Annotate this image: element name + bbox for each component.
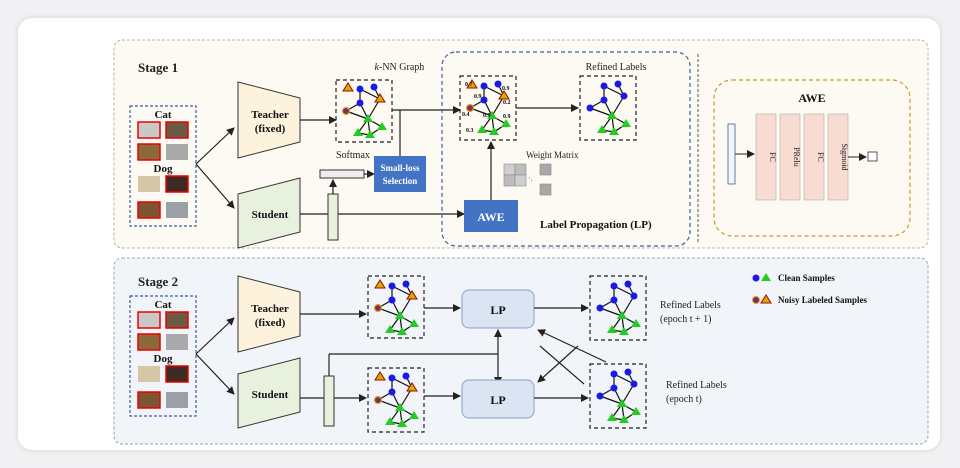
label-propagation-region [441,51,691,247]
student-feature-bar [323,375,335,427]
student-feature-bar [327,193,339,241]
teacher-network [237,81,301,159]
lp-box-top [461,289,535,329]
noisy-node-icon [752,296,760,304]
awe-panel-title: AWE [798,91,825,105]
stage1-panel [113,39,929,249]
edge-weight: 0.9 [483,113,491,119]
student-graph-box [367,367,425,433]
clean-node-icon [752,274,760,282]
student-network [237,177,301,249]
refined-graph-box [579,75,637,141]
awe-output [867,151,878,162]
student-label: Student [252,389,289,401]
awe-architecture-panel [713,79,911,237]
lp-caption: Label Propagation (LP) [540,219,652,231]
clean-triangle-icon [761,273,771,281]
stage2-title: Stage 2 [138,274,178,289]
edge-weights: 0.7 0.9 0.9 0.2 0.4 0.9 0.9 0.3 [462,82,511,134]
refined-bottom-label: Refined Labels [666,380,727,391]
teacher-label: Teacher [251,303,289,315]
pipeline-diagram: Stage 1 Cat Dog Teacher (fixed) Student … [113,39,929,445]
awe-layer-label: Sigmoid [840,143,849,170]
awe-input-vector [727,123,736,185]
refined-bottom-epoch: (epoch t) [666,394,702,405]
awe-box [464,200,518,232]
edge-weight: 0.2 [503,100,511,106]
awe-layer-label: PRelu [792,147,801,167]
teacher-sublabel: (fixed) [255,317,286,329]
stage1-title: Stage 1 [138,60,178,75]
softmax-label: Softmax [336,150,370,161]
teacher-graph-box [367,275,425,339]
cat-label: Cat [154,109,171,121]
stage1-image-set: Cat Dog [129,105,197,227]
knn-k: k [375,62,380,73]
lp-box-bottom [461,379,535,419]
knn-graph-box [335,79,393,143]
weight-matrix: ·. [503,163,552,196]
svg-text:·.: ·. [528,174,533,183]
refined-top-label: Refined Labels [660,300,721,311]
edge-weight: 0.4 [462,112,470,118]
awe-box-label: AWE [477,210,504,224]
dog-label: Dog [154,163,173,175]
teacher-label: Teacher [251,109,289,121]
teacher-sublabel: (fixed) [255,123,286,135]
stage2-image-set: Cat Dog [129,295,197,417]
legend: Clean Samples Noisy Labeled Samples [752,273,868,305]
legend-noisy: Noisy Labeled Samples [778,295,868,305]
cat-label: Cat [154,299,171,311]
awe-layer-label: FC [816,152,825,162]
refined-graph-bottom-box [589,363,647,429]
lp-bottom-label: LP [490,393,505,407]
teacher-network [237,275,301,353]
awe-layer-label: FC [768,152,777,162]
edge-weight: 0.9 [502,86,510,92]
small-loss-selection-box [374,156,426,192]
edge-weight: 0.3 [466,128,474,134]
softmax-bar [319,169,365,179]
edge-weight: 0.9 [474,94,482,100]
edge-weight: 0.9 [503,114,511,120]
small-loss-line1: Small-loss [380,163,420,173]
refined-graph-top-box [589,275,647,341]
refined-top-epoch: (epoch t + 1) [660,314,711,325]
awe-layer-fc1 [755,113,777,201]
lp-top-label: LP [490,303,505,317]
legend-clean: Clean Samples [778,273,835,283]
awe-layer-prelu [779,113,801,201]
awe-layers: FC PRelu FC Sigmoid [755,113,849,201]
edge-weight: 0.7 [465,82,473,88]
small-loss-line2: Selection [383,176,418,186]
student-label: Student [252,209,289,221]
refined-labels-title: Refined Labels [586,62,647,73]
student-network [237,357,301,429]
figure-card: Stage 1 Cat Dog Teacher (fixed) Student … [18,18,940,450]
noisy-triangle-icon [760,294,772,304]
dog-label: Dog [154,353,173,365]
knn-title: -NN Graph [379,62,424,73]
awe-layer-fc2 [803,113,825,201]
weight-matrix-label: Weight Matrix [526,150,579,160]
